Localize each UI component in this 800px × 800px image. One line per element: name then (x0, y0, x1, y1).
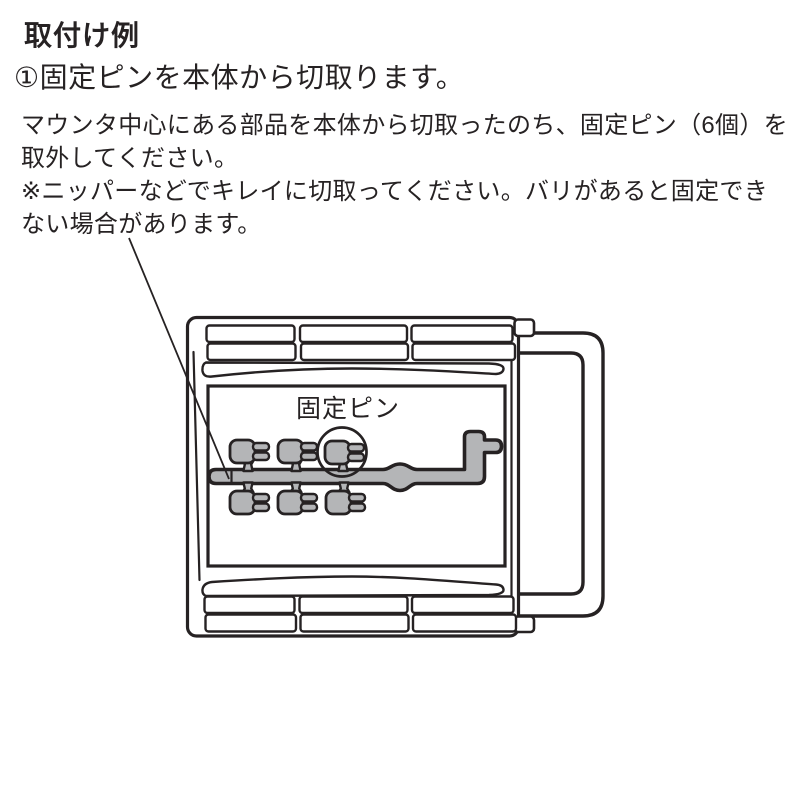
slat-segment (299, 613, 410, 633)
fixing-pin-label: 固定ピン (296, 395, 400, 423)
runner-sprue (207, 429, 504, 493)
slat-segment (298, 595, 409, 615)
fixing-pin-bottom-2 (276, 489, 319, 516)
fixing-pin-bottom-1 (228, 489, 271, 516)
fixing-pin-bottom-3 (324, 489, 367, 516)
fixing-pins (228, 438, 367, 516)
fixing-pin-top-3 (323, 439, 366, 466)
runner-bar (207, 429, 504, 493)
slat-segment (411, 342, 517, 362)
slat-segment (206, 342, 297, 362)
slat-segment (410, 595, 515, 615)
slat-segment (411, 613, 518, 633)
body-paragraph: マウンタ中心にある部品を本体から切取ったのち、固定ピン（6個）を 取外してくださ… (21, 109, 788, 241)
slat-segment (298, 324, 409, 344)
slat-segment (203, 595, 296, 615)
fixing-pin-top-1 (228, 438, 271, 465)
step-1-heading: ①固定ピンを本体から切取ります。 (14, 62, 465, 93)
slat-segment (205, 324, 296, 344)
handle (503, 331, 605, 618)
frame-left-inner-edge (192, 350, 201, 582)
bottom-curved-slat (201, 575, 505, 598)
fixing-pin-top-2 (276, 438, 319, 465)
body-line-1: マウンタ中心にある部品を本体から切取ったのち、固定ピン（6個）を (21, 112, 788, 139)
frame-bottom-right-tab (513, 615, 536, 634)
leader-line (128, 237, 230, 480)
body-line-3: ※ニッパーなどでキレイに切取ってください。バリがあると固定でき (21, 178, 769, 205)
page-title: 取付け例 (24, 20, 141, 51)
pin-highlight-circle (316, 426, 368, 478)
top-curved-slat (201, 361, 505, 378)
body-line-4: ない場合があります。 (21, 211, 262, 238)
body-line-2: 取外してください。 (21, 145, 239, 172)
slat-segment (410, 324, 514, 344)
frame-top-right-tab (513, 318, 536, 338)
slat-segment (299, 342, 410, 362)
slat-segment (204, 613, 298, 633)
top-slats (201, 324, 517, 378)
bottom-slats (201, 575, 518, 633)
